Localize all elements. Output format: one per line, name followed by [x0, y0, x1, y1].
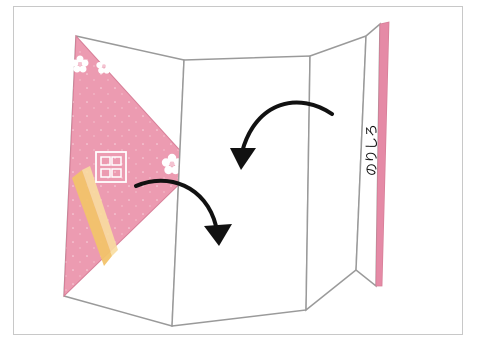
gold-stripe	[72, 170, 112, 266]
arrow-icon	[230, 148, 256, 170]
glue-label: のりしろ	[365, 124, 380, 176]
arrow-icon	[240, 100, 334, 154]
flower-icon	[96, 58, 112, 74]
arrow-icon	[204, 224, 232, 246]
glue-strip	[375, 21, 390, 287]
flower-icon	[161, 153, 183, 175]
arrow-icon	[134, 178, 218, 228]
flower-icon	[71, 55, 89, 73]
seal-icon	[95, 151, 127, 183]
